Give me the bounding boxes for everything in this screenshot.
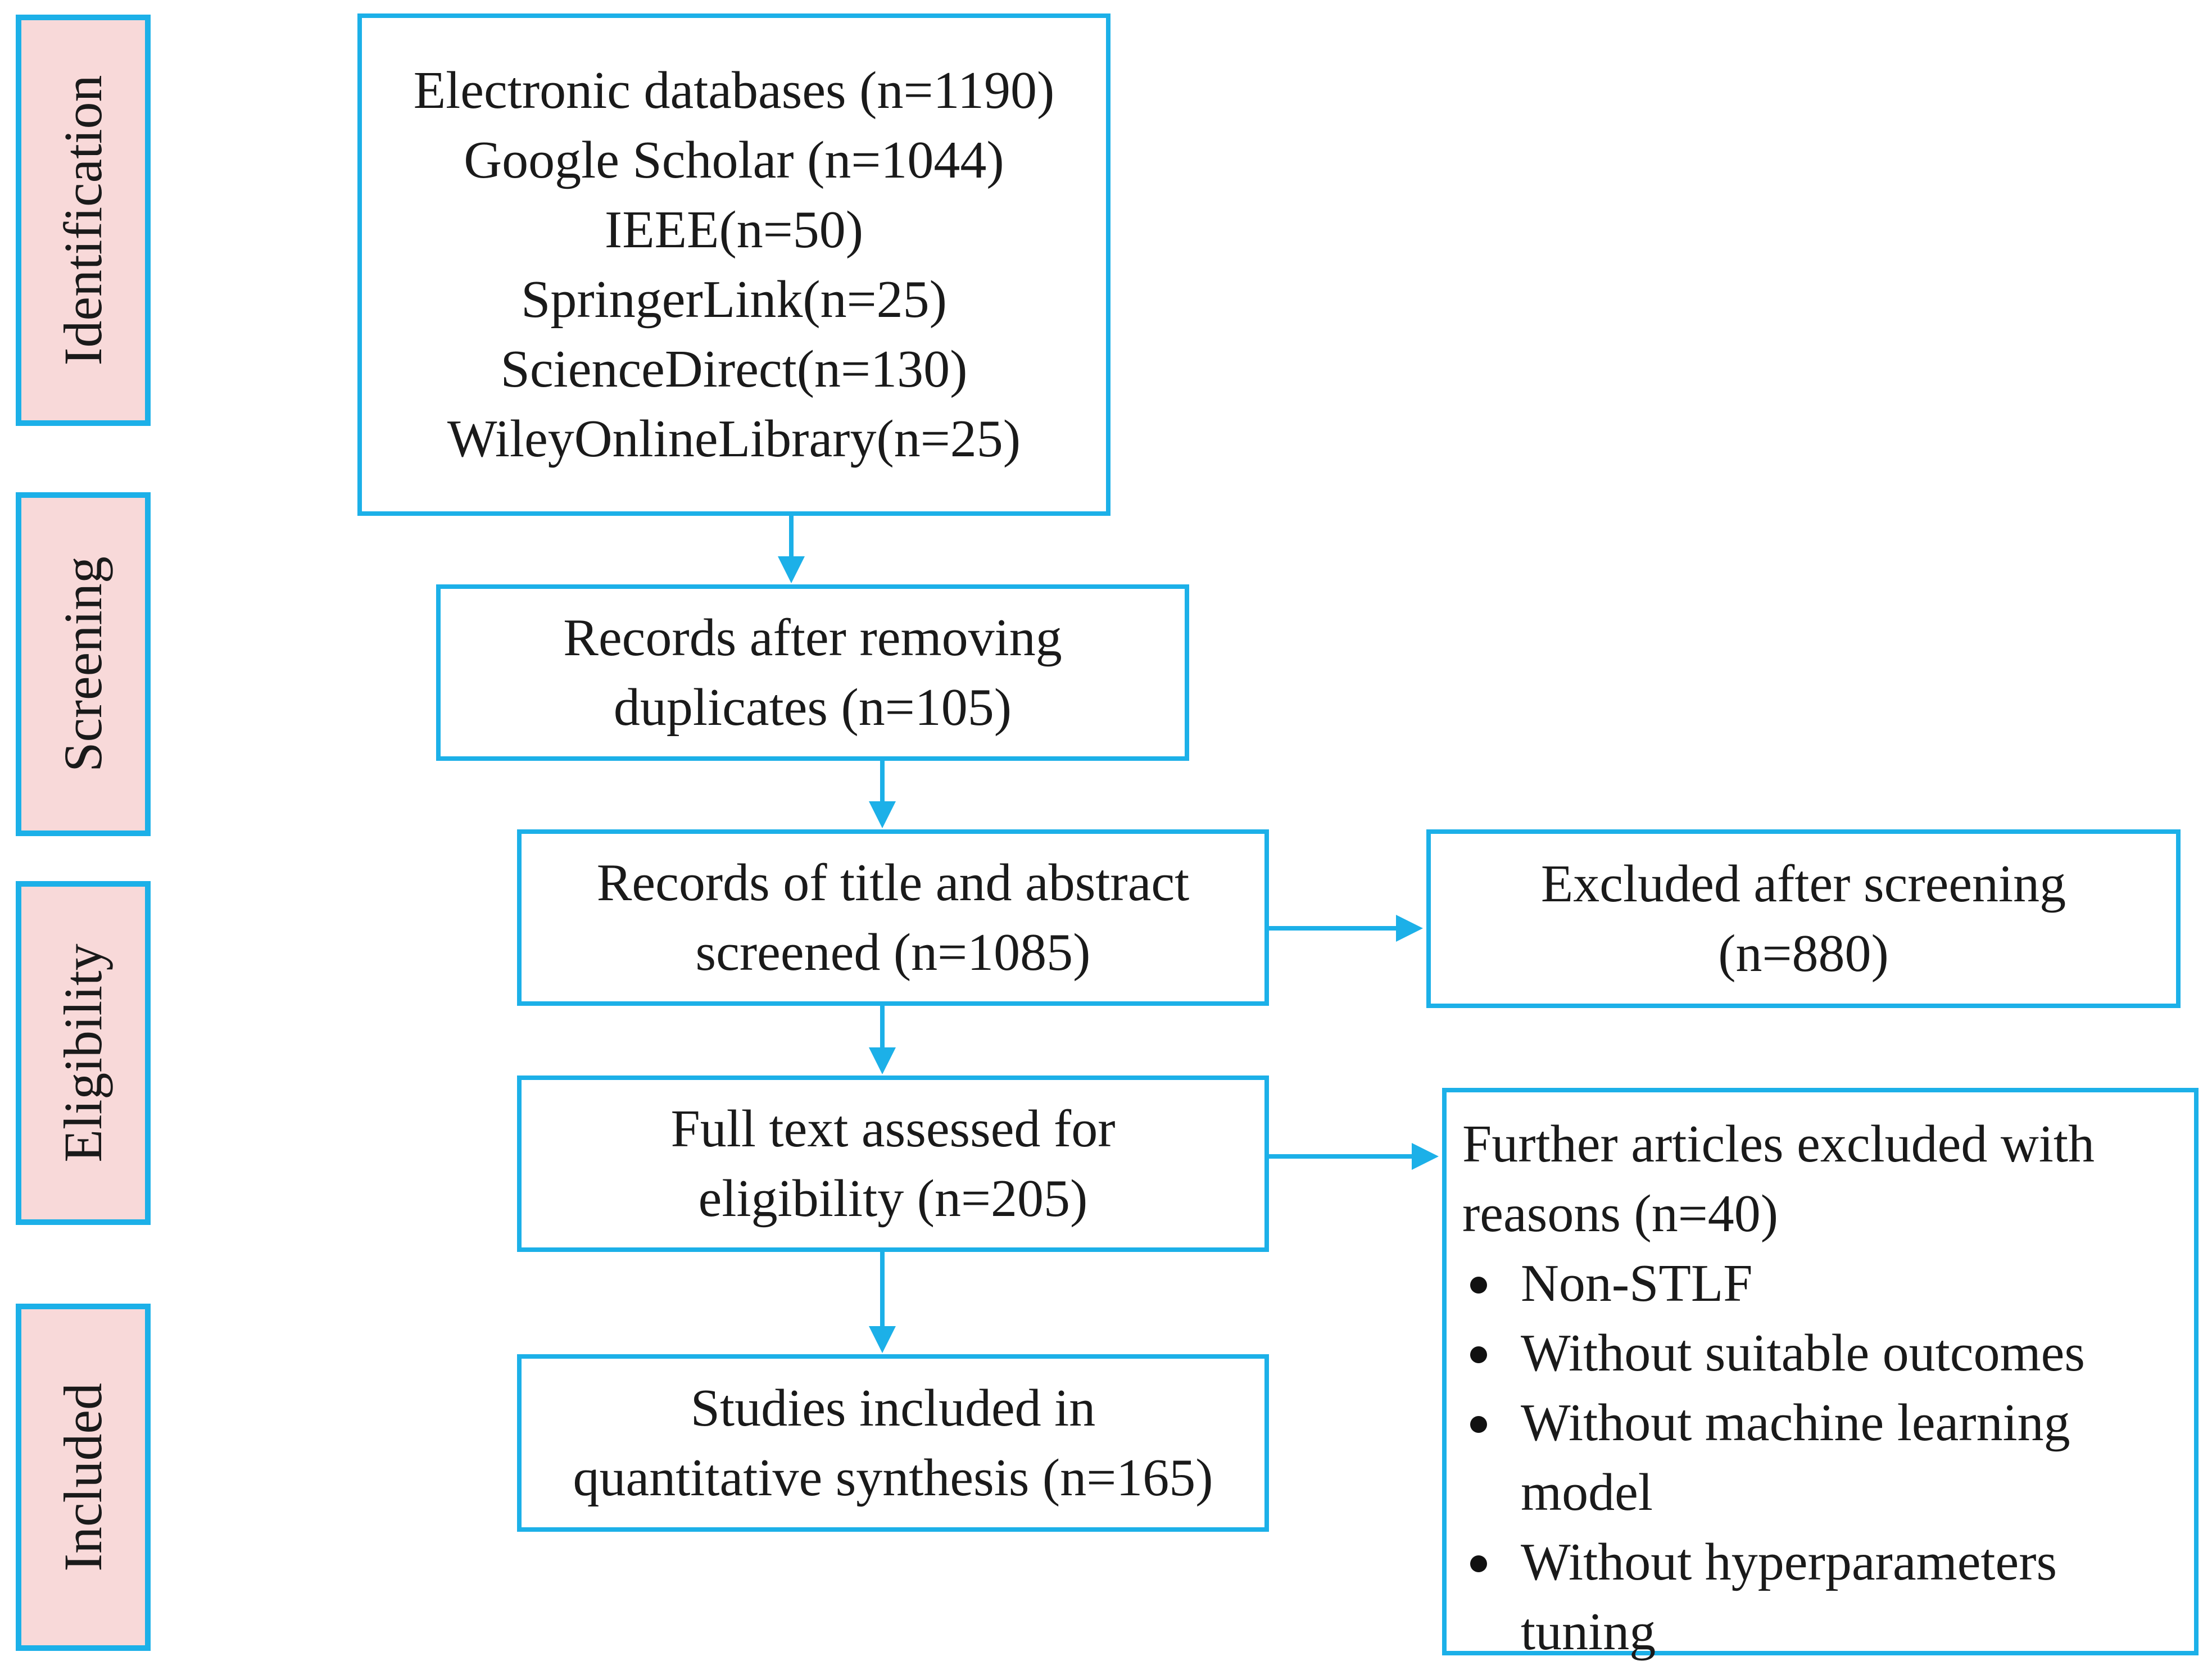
box-text-line: Studies included in	[690, 1379, 1096, 1437]
box-text-line: Further articles excluded with	[1462, 1115, 2095, 1173]
reason-text: model	[1521, 1463, 1653, 1522]
box-text-line: Full text assessed for	[670, 1100, 1116, 1158]
box-text-line: screened (n=1085)	[695, 923, 1091, 982]
title-abstract-box: Records of title and abstract screened (…	[517, 829, 1269, 1006]
exclusion-reason: Without hyperparameters tuning	[1462, 1527, 2085, 1667]
exclusion-reasons-list: Non-STLF Without suitable outcomes Witho…	[1462, 1249, 2085, 1667]
stage-label-included: Included	[16, 1304, 151, 1651]
box-text-line: eligibility (n=205)	[698, 1169, 1088, 1228]
box-text-line: (n=880)	[1718, 924, 1889, 983]
source-line: IEEE(n=50)	[604, 201, 864, 259]
box-text-line: duplicates (n=105)	[613, 678, 1012, 737]
reason-text: Without machine learning	[1521, 1394, 2070, 1452]
source-line: Electronic databases (n=1190)	[413, 61, 1055, 120]
box-text-line: Records after removing	[563, 609, 1062, 667]
stage-label-identification: Identification	[16, 15, 151, 426]
reason-text: tuning	[1521, 1603, 1656, 1661]
stage-label-screening: Screening	[16, 492, 151, 836]
identification-box: Electronic databases (n=1190) Google Sch…	[357, 13, 1110, 516]
reason-text: Without hyperparameters	[1521, 1533, 2057, 1591]
exclusion-reason: Without machine learning model	[1462, 1388, 2085, 1527]
reason-text: Without suitable outcomes	[1521, 1324, 2085, 1382]
included-box: Studies included in quantitative synthes…	[517, 1354, 1269, 1532]
full-text-box: Full text assessed for eligibility (n=20…	[517, 1075, 1269, 1252]
screening-box: Records after removing duplicates (n=105…	[436, 584, 1189, 761]
source-line: Google Scholar (n=1044)	[464, 131, 1004, 189]
box-text-line: quantitative synthesis (n=165)	[573, 1449, 1213, 1507]
exclusion-reason: Non-STLF	[1462, 1249, 2085, 1318]
source-line: SpringerLink(n=25)	[521, 270, 947, 329]
source-line: ScienceDirect(n=130)	[500, 340, 968, 398]
source-line: WileyOnlineLibrary(n=25)	[447, 410, 1021, 468]
further-excluded-box: Further articles excluded with reasons (…	[1442, 1088, 2199, 1661]
exclusion-reason: Without suitable outcomes	[1462, 1318, 2085, 1388]
box-text-line: reasons (n=40)	[1462, 1185, 1779, 1243]
stage-label-eligibility: Eligibility	[16, 881, 151, 1225]
box-text-line: Records of title and abstract	[596, 854, 1190, 912]
excluded-screening-box: Excluded after screening (n=880)	[1426, 829, 2181, 1008]
reason-text: Non-STLF	[1521, 1254, 1753, 1313]
box-text-line: Excluded after screening	[1540, 855, 2066, 913]
